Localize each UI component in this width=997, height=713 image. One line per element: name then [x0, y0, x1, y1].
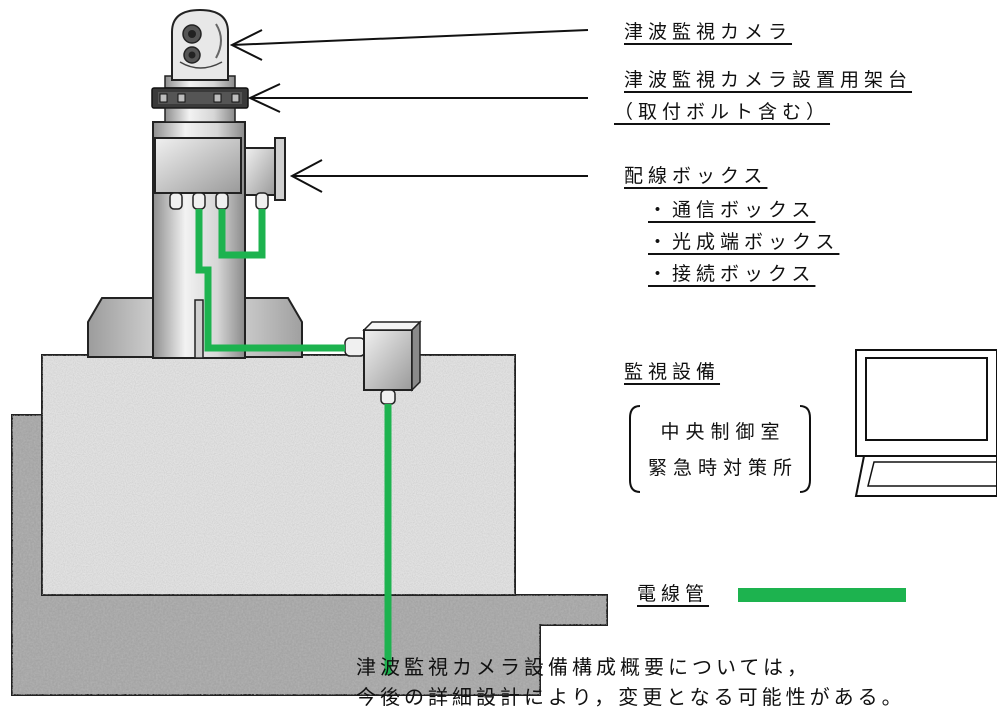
concrete-foundation [41, 354, 516, 596]
wiring-item-communication: ・通信ボックス [648, 199, 816, 221]
room-emergency-response: 緊急時対策所 [647, 457, 798, 479]
conduit-legend-swatch [738, 588, 906, 602]
mount-label-line1: 津波監視カメラ設置用架台 [624, 69, 913, 91]
conduit-lines [195, 209, 392, 675]
camera-arrow [231, 29, 589, 46]
label-arrows [229, 29, 589, 193]
wiring-box-label: 配線ボックス [624, 165, 768, 187]
ptz-camera-icon [171, 8, 229, 81]
room-central-control: 中央制御室 [660, 421, 786, 443]
wiring-arrowhead [289, 159, 323, 193]
camera-mount-flange [151, 75, 249, 123]
conduit-to-junction [195, 209, 345, 352]
junction-box [344, 320, 422, 405]
note-line2: 今後の詳細設計により，変更となる可能性がある。 [356, 685, 906, 709]
mount-label-line2: （取付ボルト含む） [614, 101, 831, 123]
control-rooms: 中央制御室 緊急時対策所 [640, 414, 806, 486]
wiring-item-optical: ・光成端ボックス [648, 231, 840, 253]
mount-arrowhead [247, 83, 281, 113]
camera-label: 津波監視カメラ [624, 21, 793, 43]
note-line1: 津波監視カメラ設備構成概要については， [356, 655, 811, 679]
camera-arrowhead [229, 29, 263, 61]
pole-inner-pipe [194, 299, 204, 359]
conduit-label: 電線管 [637, 583, 710, 605]
monitoring-label: 監視設備 [624, 361, 721, 383]
room-brackets [629, 405, 811, 493]
wiring-item-connection: ・接続ボックス [648, 263, 816, 285]
conduit-loop [218, 209, 266, 259]
wiring-box [154, 137, 286, 210]
computer-monitor-icon [854, 349, 997, 497]
